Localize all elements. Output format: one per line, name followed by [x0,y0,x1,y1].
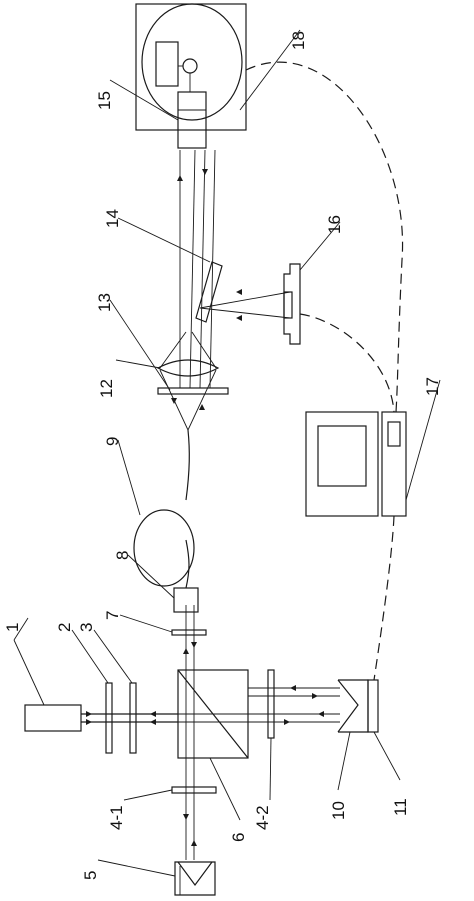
plate-3 [129,682,137,754]
mount-11 [367,679,379,733]
arrow-9 [183,814,189,820]
laser-source-1 [24,704,82,732]
leader-1 [13,639,45,706]
plate-4-2 [267,669,275,739]
label-16: 16 [325,215,344,234]
leader-10 [337,731,351,791]
label-6: 6 [229,833,248,842]
label-18: 18 [289,31,308,50]
arrow-7 [312,693,318,699]
label-13: 13 [95,293,114,312]
arrow-6 [284,719,290,725]
plate-13 [157,387,229,395]
arrow-14 [202,169,208,175]
arrow-10 [191,840,197,846]
reflector-5-body [174,861,216,896]
leader-4-1 [123,789,173,801]
arrow-18 [199,404,205,410]
beam-up-c [199,149,206,389]
arrow-15 [236,289,242,295]
detector-16 [283,263,301,345]
label-3: 3 [77,623,96,632]
detector-16-window [283,291,293,319]
leader-5 [97,859,176,877]
beam-to-16-a [199,291,291,309]
label-4-2: 4-2 [253,805,272,830]
reflector-5-vee [177,861,213,887]
angled-mirror-14 [195,261,223,323]
label-8: 8 [113,551,132,560]
beam-lens-a [159,331,187,369]
leader-2 [71,629,109,684]
label-14: 14 [103,209,122,228]
fiber-lead-b [185,429,190,501]
arrow-8 [318,711,324,717]
leader-11 [373,731,401,781]
label-17: 17 [423,377,442,396]
sample-holder [155,41,179,87]
label-15: 15 [95,91,114,110]
arrow-4 [150,719,156,725]
computer-monitor-17 [305,411,379,517]
leader-14 [117,217,211,263]
cable-17-to-11 [373,515,395,681]
arrow-11 [183,648,189,654]
computer-drive-17 [387,421,401,447]
plate-7 [171,629,207,636]
arrow-2 [86,719,92,725]
cable-18-to-17 [245,61,404,413]
label-1: 1 [3,623,22,632]
leader-1-tick [13,617,29,641]
fiber-lead-a [185,539,190,589]
plate-2 [105,682,113,754]
beam-up-b [189,149,196,389]
label-11: 11 [391,798,410,816]
beam-to-16-b [199,307,291,319]
arrow-13 [177,175,183,181]
arrow-3 [150,711,156,717]
label-12: 12 [97,379,116,398]
arrow-17 [171,398,177,404]
corner-reflector-10 [338,679,369,733]
beam-cone-b [187,369,217,431]
arrow-1 [86,711,92,717]
leader-9 [117,439,141,516]
lens-12 [156,359,220,377]
corner-reflector-10-vee [337,679,359,733]
label-4-1: 4-1 [107,805,126,830]
leader-12 [115,359,161,369]
beam-up-d [209,149,216,389]
cable-16-to-17 [299,313,395,413]
beam-arrows [86,169,324,846]
leader-6 [209,757,241,821]
leader-15 [109,79,179,121]
computer-case-17 [381,411,407,517]
arrow-5 [290,685,296,691]
label-10: 10 [329,801,348,820]
leader-18 [239,29,301,111]
label-5: 5 [81,871,100,880]
leader-lines [13,29,441,877]
rotary-disk-18 [141,3,243,121]
leader-8 [127,554,175,599]
beam-lens-b [191,331,217,369]
leader-16 [299,221,341,271]
leader-4-2 [269,737,272,801]
arrow-16 [236,315,242,321]
arrow-12 [191,642,197,648]
leader-13 [109,299,171,391]
leader-7 [119,614,173,633]
sample-ball [182,58,198,74]
label-2: 2 [55,623,74,632]
leader-17 [405,379,441,501]
fiber-coil-9 [133,509,195,587]
computer-screen-17 [317,425,367,487]
label-9: 9 [103,437,122,446]
label-7: 7 [103,611,122,620]
leader-3 [93,629,133,684]
